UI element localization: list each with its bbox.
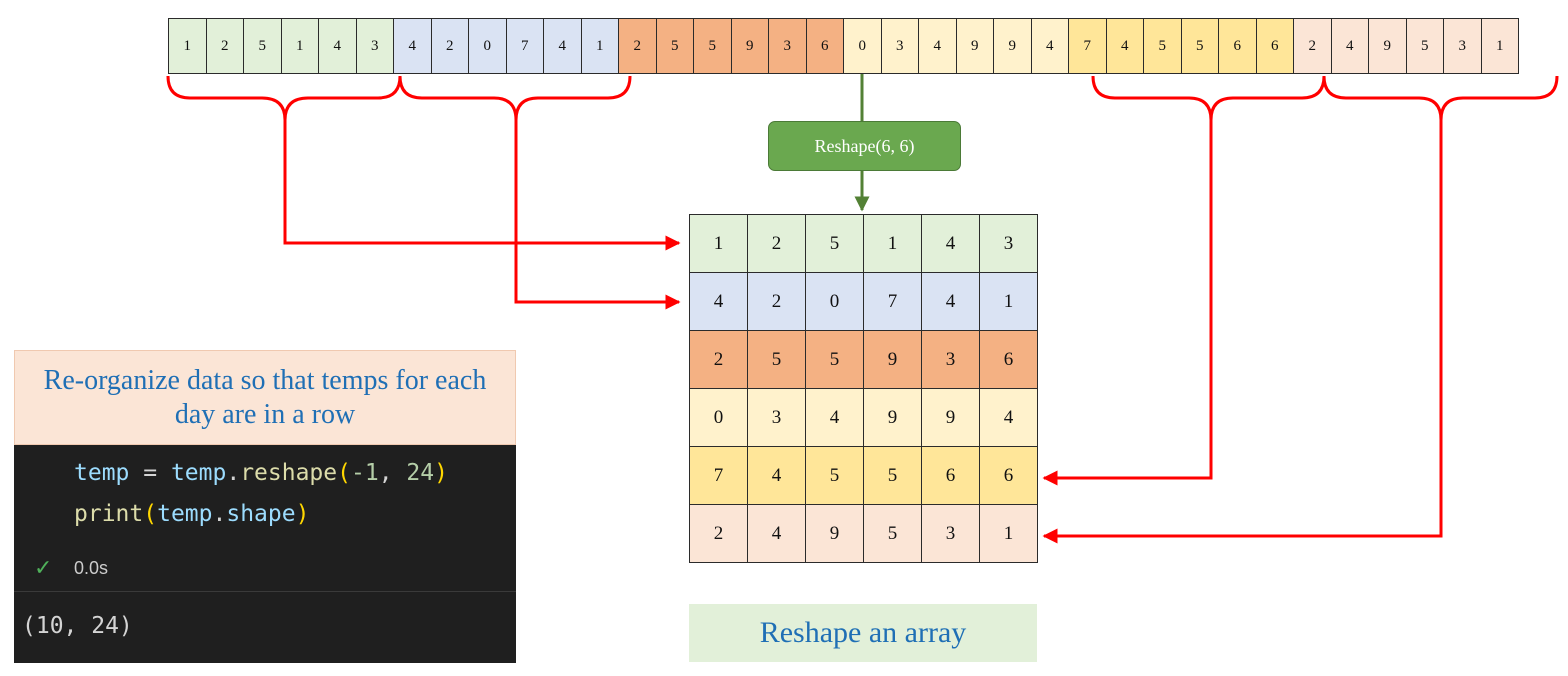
matrix-cell: 9 (922, 389, 980, 447)
matrix-cell: 5 (864, 505, 922, 563)
matrix-cell: 7 (864, 273, 922, 331)
matrix-cell: 1 (690, 215, 748, 273)
array-cell: 6 (1218, 18, 1257, 74)
cell-output: (10, 24) (22, 613, 133, 639)
matrix-cell: 4 (980, 389, 1038, 447)
array-cell: 6 (1255, 18, 1294, 74)
array-cell: 9 (1368, 18, 1407, 74)
array-cell: 1 (580, 18, 619, 74)
array-cell: 4 (393, 18, 432, 74)
matrix-cell: 9 (864, 389, 922, 447)
code-token: temp (74, 460, 130, 486)
array-cell: 5 (1180, 18, 1219, 74)
matrix-cell: 2 (748, 273, 806, 331)
exec-status: ✓ 0.0s (34, 553, 108, 583)
code-token: ( (143, 501, 158, 527)
matrix-cell: 3 (922, 505, 980, 563)
array-cell: 4 (918, 18, 957, 74)
matrix-cell: 1 (980, 505, 1038, 563)
code-token: ) (295, 501, 310, 527)
matrix-cell: 0 (806, 273, 864, 331)
check-icon: ✓ (34, 555, 53, 581)
exec-time: 0.0s (74, 557, 109, 578)
matrix-cell: 4 (690, 273, 748, 331)
array-cell: 4 (1330, 18, 1369, 74)
note-box: Re-organize data so that temps for each … (14, 350, 516, 445)
caption-box: Reshape an array (689, 604, 1037, 662)
code-token: temp (170, 460, 227, 486)
brace-group-1 (166, 75, 681, 251)
brace-group-6 (1042, 75, 1559, 544)
code-token: ( (337, 460, 351, 486)
matrix-cell: 3 (980, 215, 1038, 273)
matrix-cell: 4 (922, 273, 980, 331)
matrix-cell: 6 (980, 447, 1038, 505)
array-cell: 6 (805, 18, 844, 74)
code-token: . (212, 501, 227, 527)
array-cell: 4 (543, 18, 582, 74)
array-cell: 4 (1105, 18, 1144, 74)
code-token: ) (434, 460, 448, 486)
reshape-button[interactable]: Reshape(6, 6) (768, 121, 961, 171)
note-text: Re-organize data so that temps for each … (43, 364, 487, 430)
array-cell: 2 (618, 18, 657, 74)
code-token: = (129, 460, 171, 486)
code-token: , (378, 460, 407, 486)
matrix-cell: 3 (748, 389, 806, 447)
array-cell: 1 (168, 18, 207, 74)
code-token: shape (226, 501, 296, 527)
matrix-cell: 0 (690, 389, 748, 447)
matrix-cell: 4 (748, 447, 806, 505)
matrix-cell: 2 (748, 215, 806, 273)
matrix-cell: 5 (806, 331, 864, 389)
array-cell: 1 (1480, 18, 1519, 74)
code-token: . (226, 460, 241, 486)
matrix-cell: 5 (748, 331, 806, 389)
matrix-cell: 7 (690, 447, 748, 505)
matrix-cell: 4 (748, 505, 806, 563)
code-token: print (74, 501, 144, 527)
array-cell: 3 (355, 18, 394, 74)
code-line-2: print(temp.shape) (74, 501, 309, 527)
matrix-cell: 1 (864, 215, 922, 273)
matrix-cell: 2 (690, 331, 748, 389)
brace-group-2 (398, 75, 681, 310)
array-cell: 7 (505, 18, 544, 74)
array-cell: 2 (430, 18, 469, 74)
matrix-cell: 5 (864, 447, 922, 505)
matrix-cell: 6 (980, 331, 1038, 389)
array-cell: 5 (1143, 18, 1182, 74)
code-line-1: temp = temp.reshape(-1, 24) (74, 460, 448, 486)
array-cell: 3 (768, 18, 807, 74)
array-cell: 2 (205, 18, 244, 74)
code-token: 24 (406, 460, 435, 486)
caption-text: Reshape an array (759, 616, 967, 649)
matrix-cell: 4 (922, 215, 980, 273)
brace-group-5 (1042, 75, 1326, 486)
matrix-cell: 5 (806, 447, 864, 505)
matrix-cell: 9 (864, 331, 922, 389)
code-token: reshape (240, 460, 338, 486)
output-divider (14, 591, 516, 592)
matrix-cell: 2 (690, 505, 748, 563)
code-token: temp (157, 501, 213, 527)
matrix-cell: 3 (922, 331, 980, 389)
code-panel: temp = temp.reshape(-1, 24) print(temp.s… (14, 445, 516, 663)
matrix-cell: 5 (806, 215, 864, 273)
matrix-cell: 6 (922, 447, 980, 505)
array-cell: 9 (730, 18, 769, 74)
array-cell: 5 (1405, 18, 1444, 74)
matrix-cell: 4 (806, 389, 864, 447)
matrix-cell: 9 (806, 505, 864, 563)
matrix-cell: 1 (980, 273, 1038, 331)
code-token: -1 (350, 460, 379, 486)
array-cell: 7 (1068, 18, 1107, 74)
array-cell: 4 (318, 18, 357, 74)
